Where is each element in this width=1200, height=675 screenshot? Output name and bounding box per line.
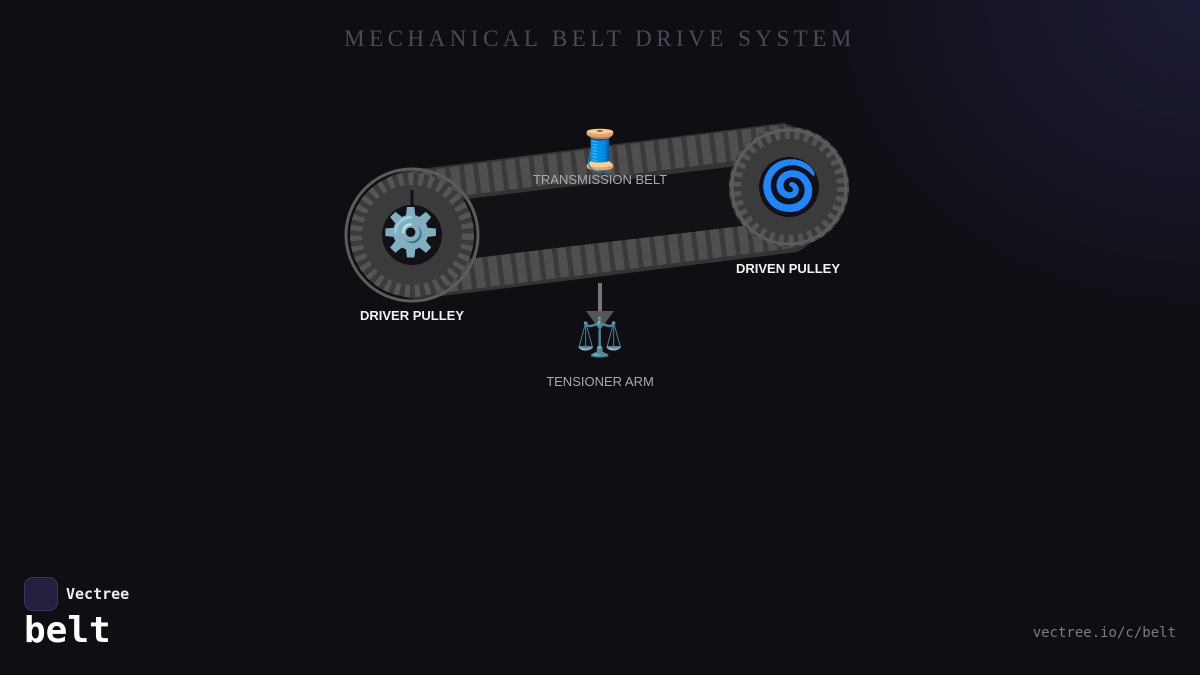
spool-icon: 🧵	[575, 128, 625, 174]
driver-pulley-teeth	[350, 173, 474, 297]
driver-pulley-label: DRIVER PULLEY	[359, 308, 465, 323]
brand-name: Vectree	[66, 585, 130, 603]
driver-pulley	[344, 167, 480, 303]
driven-pulley-teeth	[729, 127, 849, 247]
transmission-belt-label: TRANSMISSION BELT	[532, 172, 668, 187]
spiral-icon: 🌀	[759, 158, 819, 214]
brand-word: belt	[24, 610, 111, 651]
balance-scale-icon: ⚖️	[576, 315, 624, 359]
vectree-logo-icon	[24, 577, 58, 611]
driver-pulley-ring	[344, 167, 480, 303]
belt-upper-span	[406, 124, 789, 203]
tensioner-arm-head	[586, 311, 614, 330]
driven-pulley-label: DRIVEN PULLEY	[735, 261, 841, 276]
tensioner-arm-label: TENSIONER ARM	[546, 374, 654, 389]
belt-upper-teeth	[406, 124, 789, 203]
driven-pulley	[729, 127, 849, 247]
driven-pulley-ring	[730, 128, 848, 246]
tensioner	[586, 283, 614, 330]
source-url[interactable]: vectree.io/c/belt	[1032, 625, 1176, 641]
belt-inner	[382, 160, 808, 266]
diagram-title: MECHANICAL BELT DRIVE SYSTEM	[344, 26, 856, 51]
belt-lower-span	[413, 217, 797, 297]
belt-lower-teeth	[413, 217, 797, 297]
gear-icon: ⚙️	[382, 205, 440, 259]
driven-pulley-hub	[759, 157, 819, 217]
driver-pulley-hub	[382, 205, 442, 265]
